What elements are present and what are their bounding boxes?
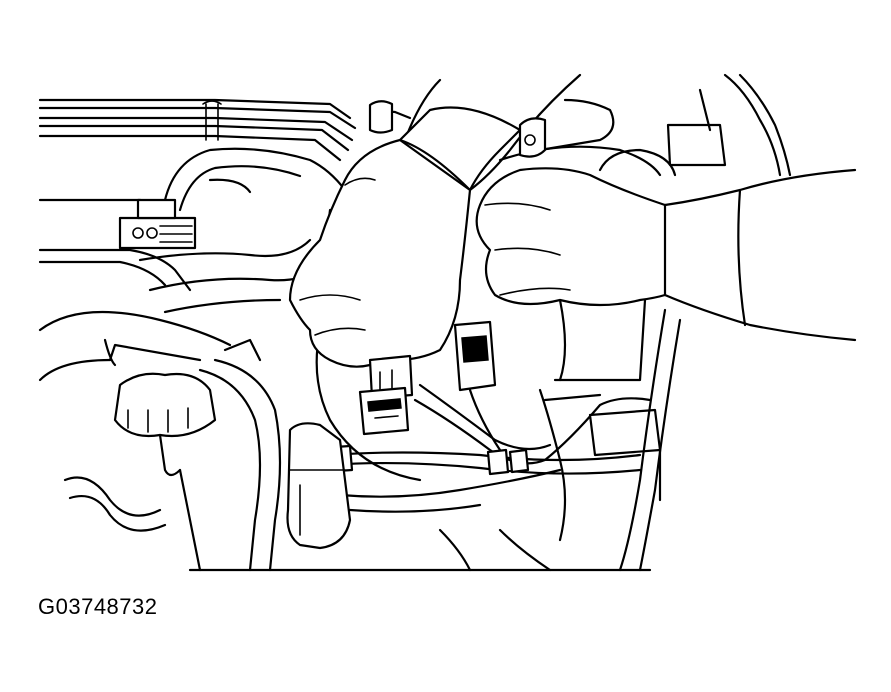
- relay-box: [286, 422, 352, 550]
- right-arm: [658, 168, 857, 342]
- mounting-bracket: [118, 198, 197, 250]
- fuse-block: [518, 98, 727, 502]
- electrical-connector: [358, 354, 414, 436]
- sensor-connector: [453, 320, 502, 452]
- vacuum-hose: [63, 338, 282, 572]
- right-hand: [475, 167, 667, 307]
- left-hand: [288, 138, 472, 368]
- figure-code: G03748732: [38, 594, 158, 619]
- brake-lines: [38, 98, 357, 162]
- reservoir-cap: [103, 338, 217, 477]
- left-arm: [398, 73, 582, 192]
- body-panels: [368, 73, 792, 572]
